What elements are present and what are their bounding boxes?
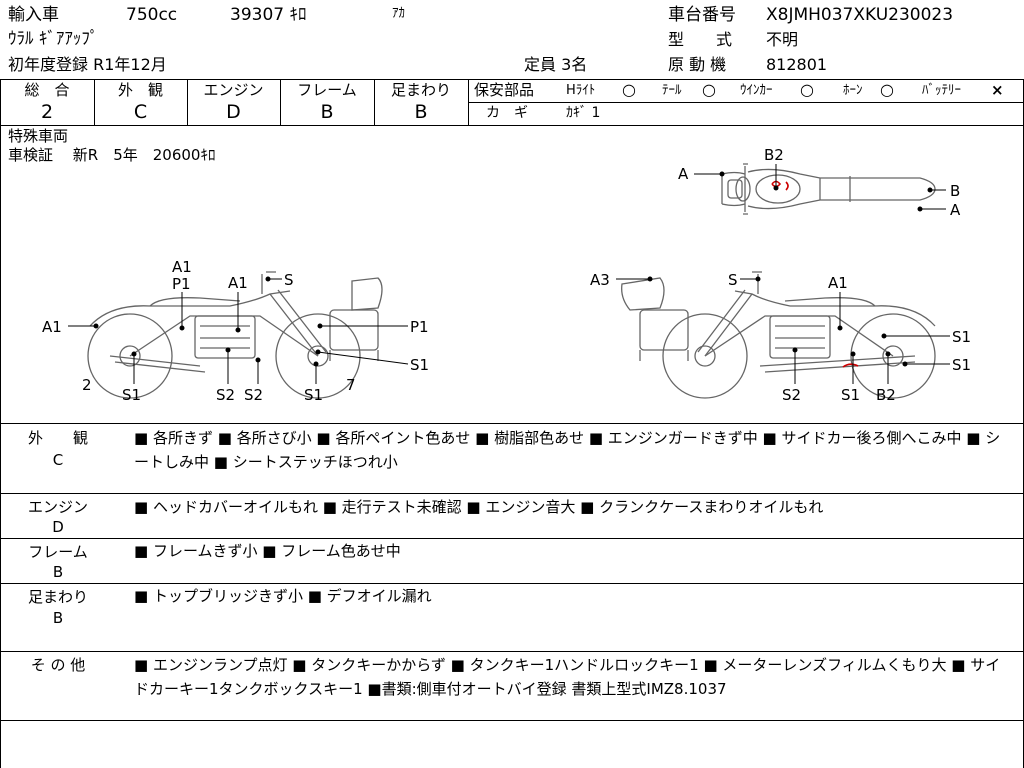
- note-category-suspension: 足まわり: [27, 588, 88, 606]
- damage-mark: [842, 363, 859, 368]
- diagram-label: P1: [172, 275, 191, 293]
- color: ｱｶ: [392, 6, 405, 21]
- diagram-label: A1: [172, 258, 192, 276]
- diagram-label: A3: [590, 271, 610, 289]
- top-view-sketch: [721, 163, 936, 215]
- left-side-sketch: [87, 271, 383, 399]
- safety-status-horn: ○: [880, 80, 894, 99]
- diagram-label: B2: [876, 386, 896, 404]
- displacement: 750cc: [126, 5, 178, 25]
- divider: [0, 651, 1024, 652]
- note-category-engine: エンジン: [27, 498, 88, 516]
- safety-status-headlight: ○: [622, 80, 636, 99]
- note-grade-exterior: C: [52, 451, 64, 469]
- note-category-frame: フレーム: [28, 543, 88, 561]
- divider: [187, 79, 188, 125]
- diagram-label: S1: [410, 356, 429, 374]
- diagram-label: B: [950, 182, 960, 200]
- first-registration: 初年度登録 R1年12月: [8, 55, 167, 74]
- divider: [94, 79, 95, 125]
- diagram-label: S: [728, 271, 738, 289]
- grade-label-exterior: 外 観: [117, 81, 163, 99]
- note-grade-frame: B: [52, 563, 64, 581]
- divider: [468, 102, 1024, 103]
- key-label: カ ギ: [486, 105, 528, 121]
- inspection-cert: 車検証 新R 5年 20600ｷﾛ: [8, 146, 216, 164]
- diagram-label: S1: [304, 386, 323, 404]
- diagram-label: B2: [764, 146, 784, 164]
- grade-value-suspension: B: [414, 101, 428, 123]
- grade-value-exterior: C: [133, 101, 148, 123]
- divider: [0, 538, 1024, 539]
- note-text-exterior: ■ 各所きず ■ 各所さび小 ■ 各所ペイント色あせ ■ 樹脂部色あせ ■ エン…: [134, 429, 1001, 471]
- grade-value-frame: B: [320, 101, 334, 123]
- diagram-label: S1: [952, 356, 971, 374]
- note-text-engine: ■ ヘッドカバーオイルもれ ■ 走行テスト未確認 ■ エンジン音大 ■ クランク…: [134, 498, 824, 516]
- divider: [374, 79, 375, 125]
- mileage: 39307 ｷﾛ: [230, 5, 307, 25]
- note-text-frame: ■ フレームきず小 ■ フレーム色あせ中: [134, 542, 401, 560]
- diagram-label: A1: [228, 274, 248, 292]
- note-grade-engine: D: [52, 518, 64, 536]
- divider: [0, 720, 1024, 721]
- diagram-label: A: [678, 165, 689, 183]
- right-side-sketch: [621, 271, 936, 399]
- safety-status-battery: ×: [991, 81, 1004, 99]
- safety-item-tail: ﾃｰﾙ: [662, 83, 682, 98]
- safety-item-horn: ﾎｰﾝ: [843, 83, 863, 98]
- model-code-value: 不明: [766, 30, 799, 49]
- safety-item-battery: ﾊﾞｯﾃﾘｰ: [922, 83, 961, 98]
- diagram-label: A1: [42, 318, 62, 336]
- note-category-other: そ の 他: [30, 656, 86, 674]
- diagram-label: S1: [952, 328, 971, 346]
- model-code-label: 型 式: [668, 30, 733, 49]
- safety-status-tail: ○: [702, 80, 716, 99]
- diagram-label: 7: [346, 376, 356, 394]
- capacity: 定員 3名: [524, 55, 588, 74]
- key-value: ｶｷﾞ 1: [566, 105, 601, 121]
- grade-label-engine: エンジン: [203, 81, 264, 99]
- diagram-label: S2: [216, 386, 235, 404]
- engine-no-value: 812801: [766, 55, 828, 74]
- chassis-value: X8JMH037XKU230023: [766, 5, 954, 25]
- grade-label-frame: フレーム: [297, 81, 357, 99]
- divider: [0, 79, 1024, 80]
- diagram-label: P1: [410, 318, 429, 336]
- diagram-label: 2: [82, 376, 92, 394]
- grade-value-overall: 2: [40, 101, 54, 123]
- safety-item-headlight: Hﾗｲﾄ: [566, 83, 596, 98]
- model-name: ｳﾗﾙ ｷﾞｱｱｯﾌﾟ: [8, 29, 99, 49]
- diagram-label: S1: [122, 386, 141, 404]
- special-vehicle: 特殊車両: [8, 127, 69, 145]
- divider: [0, 125, 1024, 126]
- diagram-label: S: [284, 271, 294, 289]
- diagram-label: A1: [828, 274, 848, 292]
- engine-no-label: 原 動 機: [668, 55, 727, 74]
- note-category-exterior: 外 観: [27, 429, 88, 447]
- divider: [0, 423, 1024, 424]
- diagram-label: S2: [244, 386, 263, 404]
- divider: [468, 79, 469, 125]
- chassis-label: 車台番号: [668, 5, 736, 25]
- safety-item-winker: ｳｲﾝｶｰ: [740, 83, 773, 98]
- diagram-label: A: [950, 201, 961, 219]
- safety-title: 保安部品: [474, 81, 535, 99]
- safety-status-winker: ○: [800, 80, 814, 99]
- divider: [280, 79, 281, 125]
- import-label: 輸入車: [8, 5, 59, 25]
- damage-diagram: B2 A B A A1 P1 A1 S A1 P1 S1 2 S1 S2 S2 …: [42, 146, 971, 404]
- grade-label-overall: 総 合: [24, 81, 70, 99]
- note-text-other: ■ エンジンランプ点灯 ■ タンクキーかからず ■ タンクキー1ハンドルロックキ…: [134, 656, 1001, 698]
- grade-label-suspension: 足まわり: [390, 81, 451, 99]
- diagram-label: S1: [841, 386, 860, 404]
- grade-value-engine: D: [226, 101, 241, 123]
- note-grade-suspension: B: [52, 609, 64, 627]
- note-text-suspension: ■ トップブリッジきず小 ■ デフオイル漏れ: [134, 587, 432, 605]
- divider: [0, 79, 1, 768]
- divider: [0, 493, 1024, 494]
- damage-mark: [771, 180, 789, 191]
- divider: [0, 583, 1024, 584]
- diagram-label: S2: [782, 386, 801, 404]
